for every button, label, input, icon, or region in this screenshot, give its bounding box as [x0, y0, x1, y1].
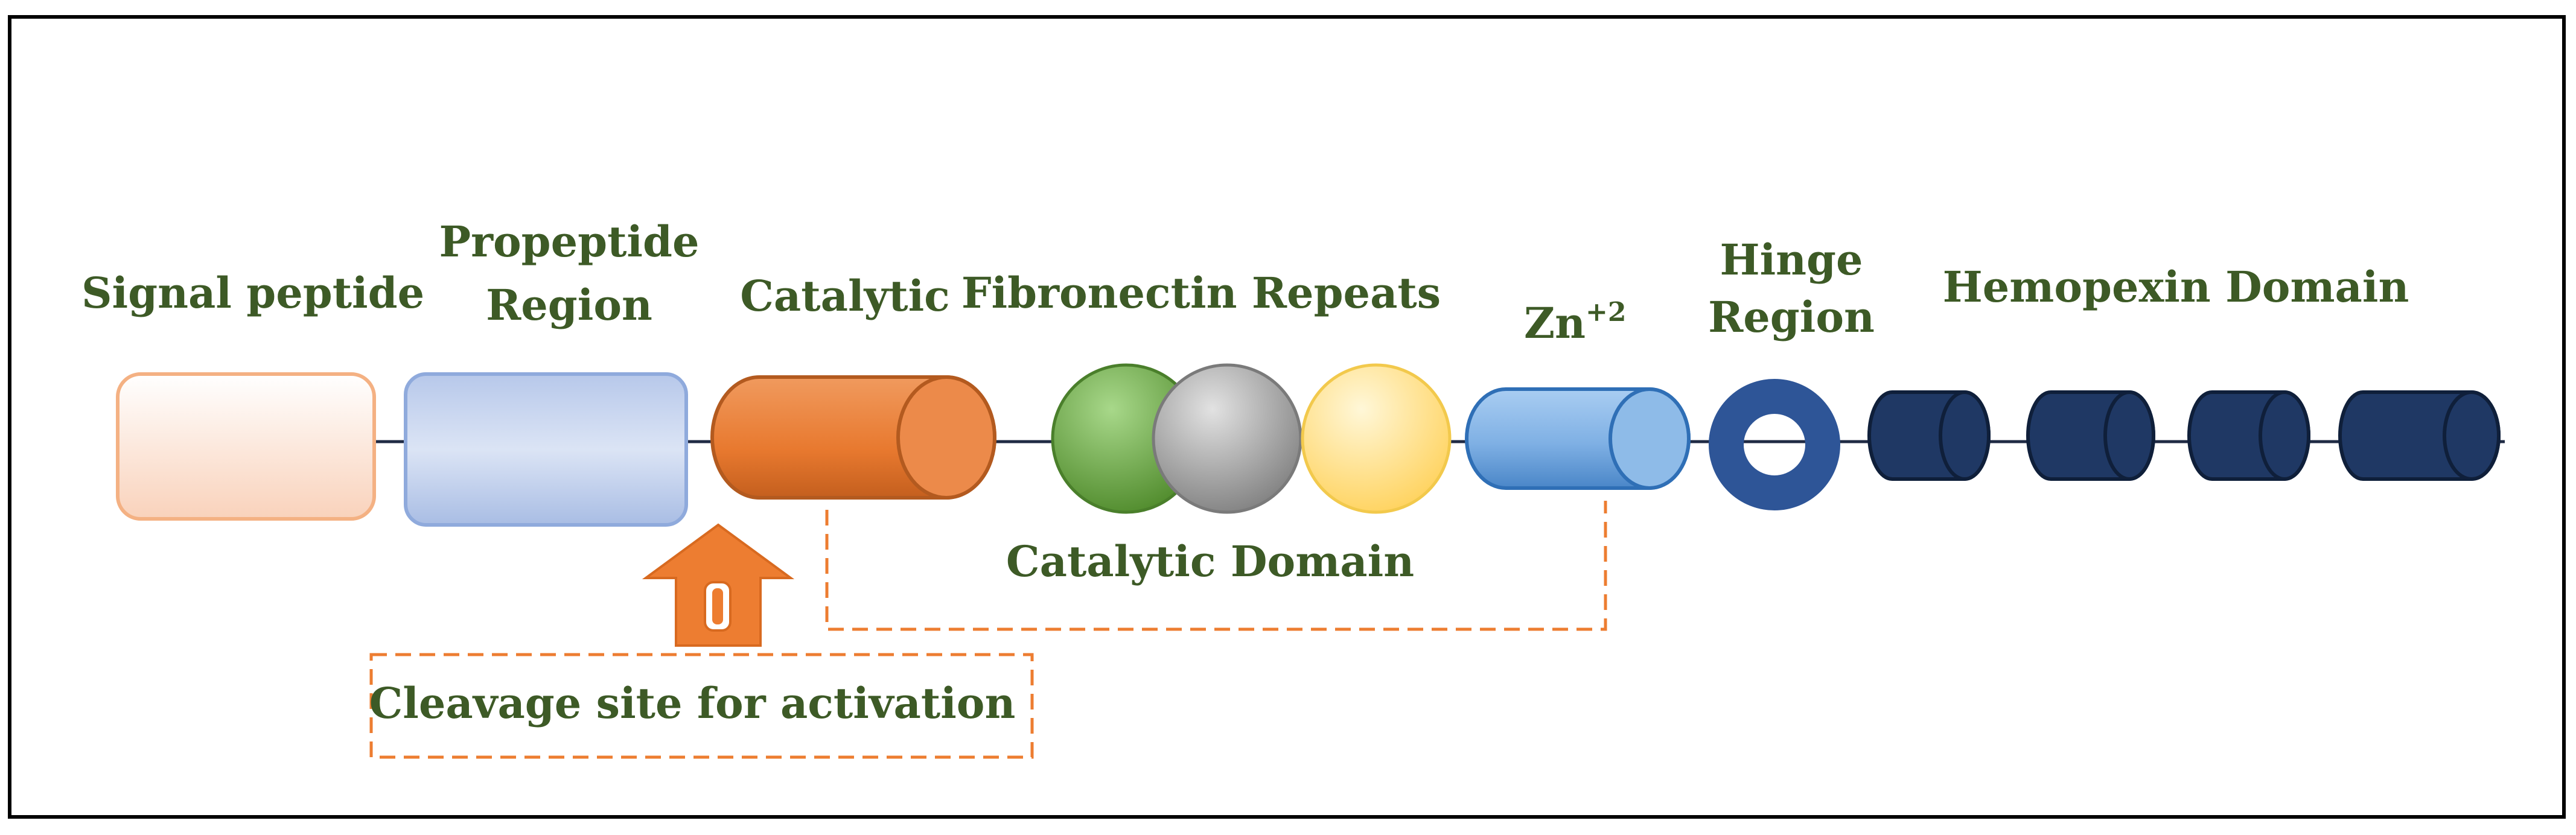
label-hemopexin-domain: Hemopexin Domain — [1943, 262, 2409, 312]
label-propeptide-line2: Region — [486, 280, 652, 330]
hemopexin-blade-1 — [1867, 390, 1991, 481]
cleavage-label-box — [369, 653, 1034, 759]
label-hinge-line2: Region — [1708, 292, 1875, 342]
hinge-ring — [1709, 379, 1840, 510]
label-cleavage-site: Cleavage site for activation — [369, 678, 1016, 728]
label-signal-peptide: Signal peptide — [81, 268, 424, 318]
fibronectin-repeat-yellow — [1301, 363, 1452, 514]
catalytic-cylinder — [710, 375, 996, 500]
hemopexin-blade-3 — [2187, 390, 2310, 481]
propeptide-shape — [404, 372, 688, 527]
label-catalytic-domain: Catalytic Domain — [1006, 536, 1414, 586]
label-zinc: Zn+2 — [1524, 297, 1626, 348]
hemopexin-blade-2 — [2026, 390, 2155, 481]
label-catalytic: Catalytic — [740, 271, 950, 321]
hemopexin-blade-4 — [2338, 390, 2501, 481]
signal-peptide-shape — [116, 372, 376, 521]
fibronectin-repeat-gray — [1152, 363, 1302, 514]
catalytic-domain-bracket — [825, 501, 1607, 631]
label-hinge-line1: Hinge — [1720, 235, 1863, 285]
label-propeptide-line1: Propeptide — [439, 217, 699, 267]
cleavage-arrow — [642, 523, 795, 647]
label-fibronectin-repeats: Fibronectin Repeats — [961, 268, 1441, 318]
zinc-cylinder — [1465, 387, 1691, 490]
